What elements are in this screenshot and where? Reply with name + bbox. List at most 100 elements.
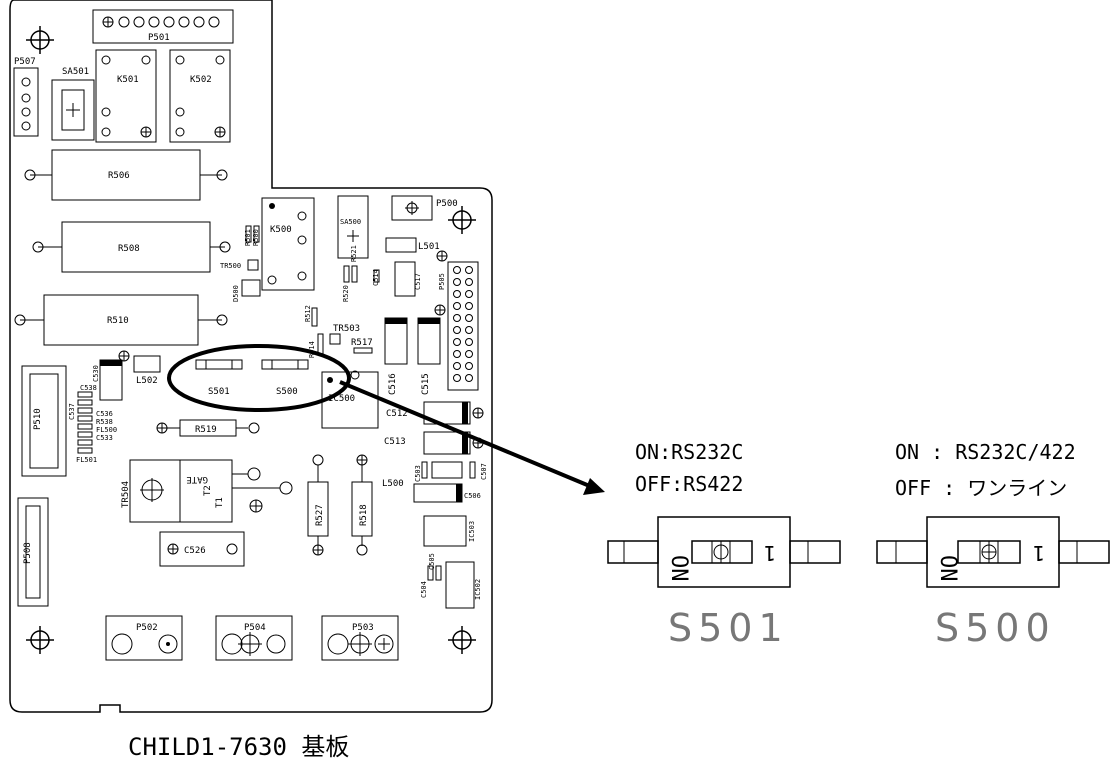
label-ic503: IC503 (468, 521, 476, 542)
connector-p500: P500 (391, 195, 458, 221)
label-r512: R512 (304, 305, 312, 322)
label-p502: P502 (136, 623, 158, 633)
label-c526: C526 (184, 546, 206, 556)
label-r508: R508 (118, 244, 140, 254)
component-sa500: SA500 (337, 195, 369, 259)
label-c516: C516 (388, 373, 398, 395)
label-r500: R500 (252, 229, 260, 246)
label-tr500: TR500 (220, 262, 241, 270)
label-r506: R506 (108, 171, 130, 181)
connector-p503: P503 (321, 615, 399, 661)
board-outline (9, 0, 493, 713)
resistor-r510: R510 (14, 294, 228, 346)
resistor-r527: R527 (307, 454, 329, 556)
label-c530: C530 (92, 365, 100, 382)
mounting-hole-icon (25, 25, 55, 55)
label-r538: R538 (96, 418, 113, 426)
label-sa501: SA501 (62, 67, 89, 77)
label-c512: C512 (386, 409, 408, 419)
pointer-arrow-head-icon (583, 478, 605, 495)
label-s501: S501 (208, 387, 230, 397)
connector-p507: P507 (13, 57, 39, 137)
switch-one-mark: 1 (1033, 541, 1045, 565)
switch-one-mark: 1 (764, 541, 776, 565)
label-k501: K501 (117, 75, 139, 85)
ic-ic503: IC503 (423, 515, 476, 547)
component-sa501: SA501 (51, 67, 95, 141)
connector-p501: P501 (92, 9, 234, 44)
resistor-r508: R508 (32, 221, 231, 273)
capacitor-c512 (423, 401, 471, 425)
label-c504: C504 (420, 581, 428, 598)
label-r521: R521 (350, 245, 358, 262)
label-ic502: IC502 (474, 579, 482, 600)
label-r518: R518 (359, 504, 369, 526)
switch-s501-small: S501 (195, 359, 243, 397)
label-tr503: TR503 (333, 324, 360, 334)
resistor-r506: R506 (24, 149, 228, 201)
label-c503: C503 (414, 465, 422, 482)
mounting-hole-icon (25, 625, 55, 655)
label-c517: C517 (414, 273, 422, 290)
label-l501: L501 (418, 242, 440, 252)
relay-k500: K500 (261, 197, 315, 291)
relay-k502: K502 (169, 49, 231, 143)
capacitor-c526: C526 (159, 531, 245, 567)
transistor-tr504: TR504 GATE T2 T1 (121, 459, 233, 523)
ic-ic502: IC502 (445, 561, 482, 609)
label-c533: C533 (96, 434, 113, 442)
capacitor-c513 (423, 431, 471, 455)
capacitor-c506 (413, 483, 463, 503)
label-t1: T1 (215, 497, 225, 508)
label-fl500: FL500 (96, 426, 117, 434)
connector-p510: P510 (21, 365, 67, 477)
capacitor-c516 (384, 317, 408, 365)
switch-s500-small: S500 (261, 359, 309, 397)
label-c538: C538 (80, 384, 97, 392)
label-c514: C514 (372, 269, 380, 286)
label-c507: C507 (480, 463, 488, 480)
s500-off-note: OFF : ワンライン (895, 476, 1068, 500)
relay-k501: K501 (95, 49, 157, 143)
label-p501: P501 (148, 33, 170, 43)
connector-p502: P502 (105, 615, 183, 661)
label-p504: P504 (244, 623, 266, 633)
label-p508: P508 (23, 542, 33, 564)
capacitor-c517 (394, 261, 416, 297)
label-s500: S500 (276, 387, 298, 397)
label-sa500: SA500 (340, 218, 361, 226)
label-p510: P510 (33, 408, 43, 430)
connector-p508: P508 (17, 497, 49, 607)
s500-big-label: S500 (935, 606, 1056, 650)
label-fl501: FL501 (76, 456, 97, 464)
label-c506: C506 (464, 492, 481, 500)
label-k500: K500 (270, 225, 292, 235)
label-t2: T2 (203, 485, 213, 496)
label-l502: L502 (136, 376, 158, 386)
inductor-l502 (133, 355, 161, 373)
switch-s500-enlarged: ON 1 (876, 516, 1110, 588)
mounting-hole-icon (447, 205, 477, 235)
label-r510: R510 (107, 316, 129, 326)
label-r517: R517 (351, 338, 373, 348)
switch-on-mark: ON (935, 555, 960, 582)
resistor-r519: R519 (156, 419, 260, 437)
s500-on-note: ON : RS232C/422 (895, 440, 1076, 464)
label-p505: P505 (438, 273, 446, 290)
label-c537: C537 (68, 403, 76, 420)
s501-big-label: S501 (668, 606, 789, 650)
label-k502: K502 (190, 75, 212, 85)
connector-p504: P504 (215, 615, 293, 661)
label-c513: C513 (384, 437, 406, 447)
label-r520: R520 (342, 285, 350, 302)
label-r527: R527 (315, 504, 325, 526)
label-p503: P503 (352, 623, 374, 633)
label-ic500: IC500 (328, 394, 355, 404)
label-d500: D500 (232, 285, 240, 302)
label-c536: C536 (96, 410, 113, 418)
label-p500: P500 (436, 199, 458, 209)
switch-s501-enlarged: ON 1 (607, 516, 841, 588)
label-c505: C505 (428, 553, 436, 570)
